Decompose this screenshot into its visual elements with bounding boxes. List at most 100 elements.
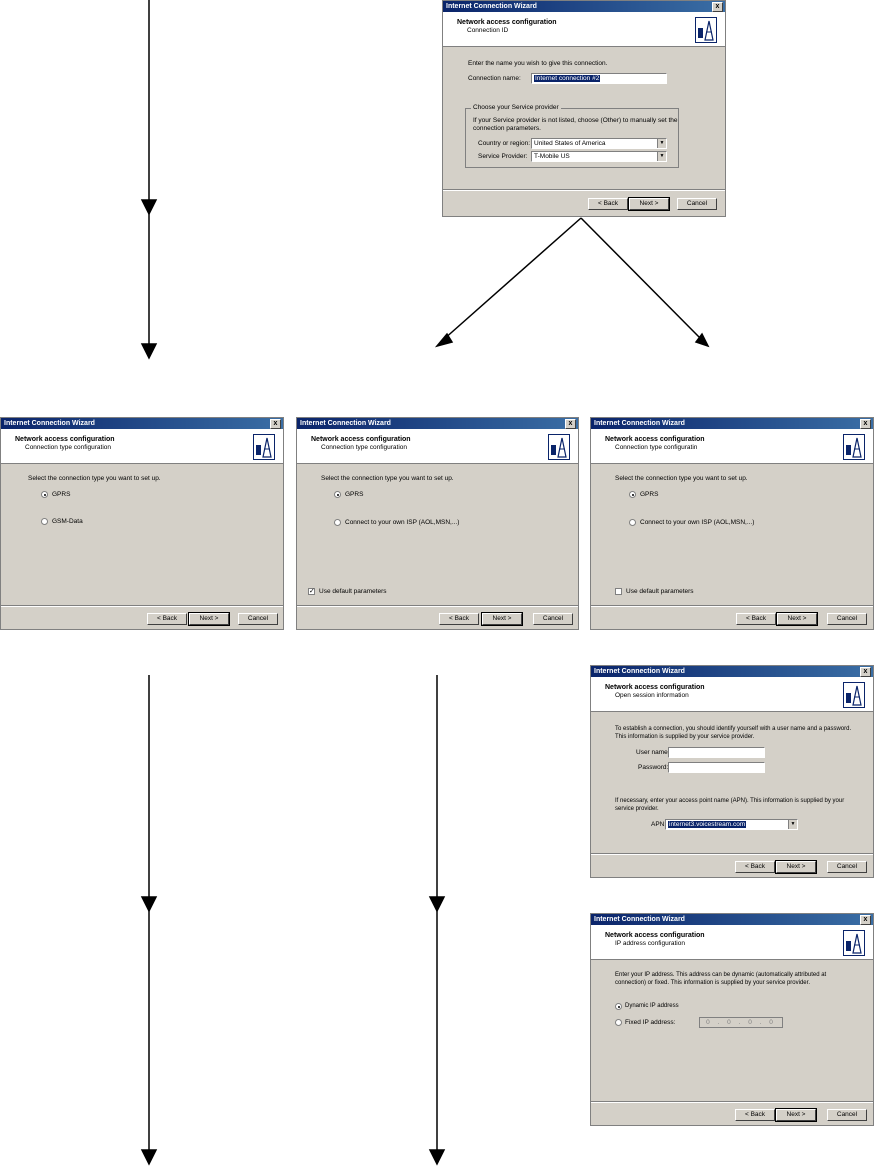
window-title: Internet Connection Wizard xyxy=(300,420,391,427)
title-bar: Internet Connection Wizard x xyxy=(443,1,725,12)
page-heading: Network access configuration xyxy=(457,19,557,26)
arrowhead-left-3 xyxy=(140,896,158,913)
provider-dropdown[interactable]: T-Mobile US▼ xyxy=(531,151,667,162)
apn-text-2: service provider. xyxy=(615,806,659,812)
wizard-header: Network access configuration Connection … xyxy=(591,429,873,464)
page-heading: Network access configuration xyxy=(605,932,705,939)
arrow-branch-right xyxy=(580,217,703,341)
page-heading: Network access configuration xyxy=(605,436,705,443)
title-bar: Internet Connection Wizard x xyxy=(591,666,873,677)
password-label: Password: xyxy=(638,764,669,771)
antenna-tower-phone-icon xyxy=(843,682,865,708)
country-dropdown[interactable]: United States of America▼ xyxy=(531,138,667,149)
cancel-button[interactable]: Cancel xyxy=(827,613,867,625)
back-button[interactable]: < Back xyxy=(735,861,775,873)
default-params-label: Use default parameters xyxy=(319,588,387,595)
prompt-text: Select the connection type you want to s… xyxy=(28,475,161,482)
arrowhead-mid-2 xyxy=(428,1149,446,1166)
country-label: Country or region: xyxy=(478,140,531,147)
next-button[interactable]: Next > xyxy=(775,860,817,874)
arrowhead-mid-1 xyxy=(428,896,446,913)
gprs-radio[interactable] xyxy=(334,491,341,498)
user-name-label: User name: xyxy=(636,749,670,756)
antenna-tower-phone-icon xyxy=(843,434,865,460)
own-isp-radio[interactable] xyxy=(629,519,636,526)
gprs-label: GPRS xyxy=(640,491,659,498)
intro-text-1: Enter your IP address. This address can … xyxy=(615,972,827,978)
back-button[interactable]: < Back xyxy=(439,613,479,625)
next-button[interactable]: Next > xyxy=(188,612,230,626)
ip-address-input[interactable]: 0 . 0 . 0 . 0 xyxy=(699,1017,783,1028)
chevron-down-icon[interactable]: ▼ xyxy=(657,152,666,161)
window-title: Internet Connection Wizard xyxy=(446,3,537,10)
wizard-header: Network access configuration Connection … xyxy=(1,429,283,464)
footer-divider xyxy=(591,605,873,607)
page-subtitle: IP address configuration xyxy=(615,940,685,947)
next-button[interactable]: Next > xyxy=(775,1108,817,1122)
antenna-tower-phone-icon xyxy=(843,930,865,956)
group-text-2: connection parameters. xyxy=(473,125,541,132)
user-name-input[interactable] xyxy=(668,747,765,758)
dynamic-ip-radio[interactable] xyxy=(615,1003,622,1010)
intro-text-1: To establish a connection, you should id… xyxy=(615,726,852,732)
gprs-radio[interactable] xyxy=(41,491,48,498)
page-subtitle: Connection type configuration xyxy=(321,444,408,451)
footer-divider xyxy=(591,853,873,855)
gprs-radio[interactable] xyxy=(629,491,636,498)
service-provider-group: Choose your Service provider xyxy=(465,104,679,168)
cancel-button[interactable]: Cancel xyxy=(827,861,867,873)
fixed-ip-label: Fixed IP address: xyxy=(625,1019,676,1026)
title-bar: Internet Connection Wizard x xyxy=(297,418,578,429)
wizard-dialog-open-session: Internet Connection Wizard x Network acce… xyxy=(590,665,874,878)
arrowhead-left-2 xyxy=(140,343,158,360)
chevron-down-icon[interactable]: ▼ xyxy=(657,139,666,148)
next-button[interactable]: Next > xyxy=(776,612,818,626)
back-button[interactable]: < Back xyxy=(147,613,187,625)
dynamic-ip-label: Dynamic IP address xyxy=(625,1003,679,1009)
close-icon[interactable]: x xyxy=(860,419,871,429)
password-input[interactable] xyxy=(668,762,765,773)
page-subtitle: Open session information xyxy=(615,692,689,699)
cancel-button[interactable]: Cancel xyxy=(533,613,573,625)
wizard-dialog-connection-type-default-checked: Internet Connection Wizard x Network acce… xyxy=(296,417,579,630)
footer-divider xyxy=(443,189,725,191)
next-button[interactable]: Next > xyxy=(481,612,523,626)
title-bar: Internet Connection Wizard x xyxy=(591,418,873,429)
page-subtitle: Connection type configuration xyxy=(25,444,112,451)
window-title: Internet Connection Wizard xyxy=(594,420,685,427)
wizard-header: Network access configuration Open sessio… xyxy=(591,677,873,712)
default-params-checkbox[interactable]: ✓ xyxy=(308,588,315,595)
close-icon[interactable]: x xyxy=(712,2,723,12)
chevron-down-icon[interactable]: ▼ xyxy=(788,820,797,829)
footer-divider xyxy=(297,605,578,607)
cancel-button[interactable]: Cancel xyxy=(238,613,278,625)
close-icon[interactable]: x xyxy=(565,419,576,429)
window-title: Internet Connection Wizard xyxy=(594,916,685,923)
back-button[interactable]: < Back xyxy=(736,613,776,625)
default-params-checkbox[interactable] xyxy=(615,588,622,595)
fixed-ip-radio[interactable] xyxy=(615,1019,622,1026)
gsm-data-label: GSM-Data xyxy=(52,518,83,525)
close-icon[interactable]: x xyxy=(860,915,871,925)
page-heading: Network access configuration xyxy=(15,436,115,443)
connection-name-input[interactable]: Internet connection #2 xyxy=(531,73,667,84)
close-icon[interactable]: x xyxy=(860,667,871,677)
window-title: Internet Connection Wizard xyxy=(594,668,685,675)
back-button[interactable]: < Back xyxy=(588,198,628,210)
back-button[interactable]: < Back xyxy=(735,1109,775,1121)
title-bar: Internet Connection Wizard x xyxy=(591,914,873,925)
gsm-data-radio[interactable] xyxy=(41,518,48,525)
next-button[interactable]: Next > xyxy=(628,197,670,211)
cancel-button[interactable]: Cancel xyxy=(827,1109,867,1121)
close-icon[interactable]: x xyxy=(270,419,281,429)
apn-dropdown[interactable]: internet3.voicestream.com▼ xyxy=(665,819,798,830)
page-subtitle: Connection type configuratin xyxy=(615,444,698,451)
own-isp-label: Connect to your own ISP (AOL,MSN,...) xyxy=(640,519,755,526)
cancel-button[interactable]: Cancel xyxy=(677,198,717,210)
arrowhead-left-4 xyxy=(140,1149,158,1166)
own-isp-radio[interactable] xyxy=(334,519,341,526)
wizard-dialog-connection-type-default-unchecked: Internet Connection Wizard x Network acce… xyxy=(590,417,874,630)
wizard-header: Network access configuration Connection … xyxy=(297,429,578,464)
